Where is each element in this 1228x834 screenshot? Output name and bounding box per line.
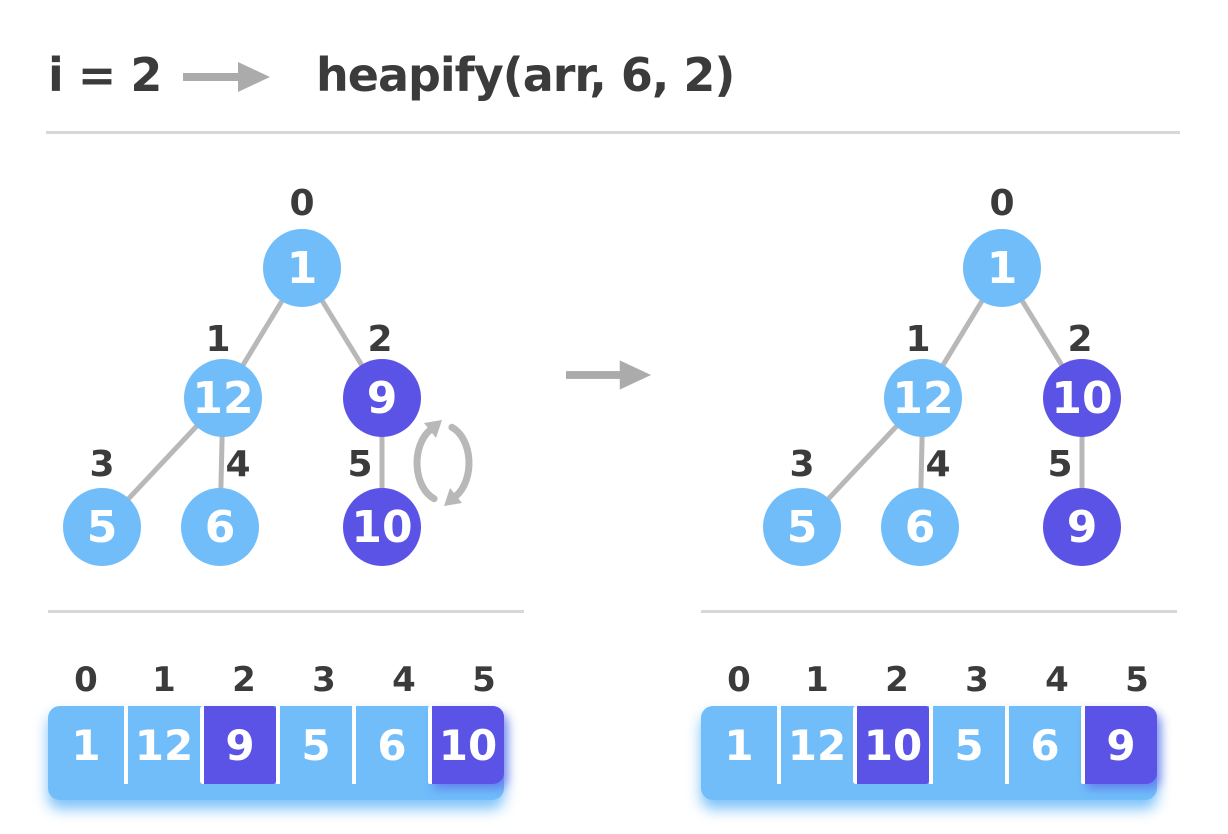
array-cell: 9 xyxy=(200,706,276,784)
tree-node: 9 xyxy=(1043,488,1121,566)
array-index-label: 4 xyxy=(1045,660,1069,700)
right-arrow-icon xyxy=(183,62,270,92)
tree-node: 9 xyxy=(343,359,421,437)
array-index-label: 4 xyxy=(392,660,416,700)
array-cell: 12 xyxy=(777,706,853,784)
header-rule xyxy=(46,131,1180,134)
array-index-label: 5 xyxy=(472,660,496,700)
node-index-label: 1 xyxy=(905,319,931,360)
array-index-label: 0 xyxy=(727,660,751,700)
node-index-label: 3 xyxy=(789,444,815,485)
tree-node: 12 xyxy=(184,359,262,437)
iteration-label: i = 2 xyxy=(48,48,162,102)
array-cell: 12 xyxy=(124,706,200,784)
array-cell: 10 xyxy=(428,706,504,784)
node-index-label: 2 xyxy=(367,319,393,360)
array-index-label: 5 xyxy=(1125,660,1149,700)
array-cell: 6 xyxy=(352,706,428,784)
tree-node: 6 xyxy=(181,488,259,566)
array-index-label: 3 xyxy=(965,660,989,700)
node-index-label: 2 xyxy=(1067,319,1093,360)
tree-node: 5 xyxy=(63,488,141,566)
tree-array-divider xyxy=(48,610,524,613)
node-index-label: 4 xyxy=(225,444,251,485)
swap-icon xyxy=(413,420,473,506)
node-index-label: 0 xyxy=(989,183,1015,224)
tree-node: 12 xyxy=(884,359,962,437)
array-index-label: 1 xyxy=(805,660,829,700)
array-index-row: 0 1 2 3 4 5 xyxy=(701,660,1177,700)
array-index-label: 2 xyxy=(232,660,256,700)
array-index-label: 3 xyxy=(312,660,336,700)
array-cell: 9 xyxy=(1081,706,1157,784)
array-cell: 5 xyxy=(276,706,352,784)
before-tree: 0 1 2 3 4 5 1 12 9 5 6 10 xyxy=(40,183,540,605)
heapify-call-label: heapify(arr, 6, 2) xyxy=(316,48,735,102)
node-index-label: 4 xyxy=(925,444,951,485)
array-cell: 10 xyxy=(853,706,929,784)
node-index-label: 5 xyxy=(1047,444,1073,485)
array-cell: 5 xyxy=(929,706,1005,784)
tree-node: 1 xyxy=(263,229,341,307)
tree-node: 10 xyxy=(1043,359,1121,437)
array-cell: 1 xyxy=(71,720,101,770)
array-index-label: 2 xyxy=(885,660,909,700)
before-array: 0 1 2 3 4 5 1 12 9 5 6 10 xyxy=(48,660,524,800)
tree-node: 1 xyxy=(963,229,1041,307)
node-index-label: 1 xyxy=(205,319,231,360)
tree-array-divider xyxy=(701,610,1177,613)
node-index-label: 5 xyxy=(347,444,373,485)
array-cell: 6 xyxy=(1005,706,1081,784)
array-index-row: 0 1 2 3 4 5 xyxy=(48,660,524,700)
array-box: 1 12 9 5 6 10 xyxy=(48,706,504,800)
after-tree: 0 1 2 3 4 5 1 12 10 5 6 9 xyxy=(740,183,1228,605)
array-index-label: 0 xyxy=(74,660,98,700)
array-index-label: 1 xyxy=(152,660,176,700)
tree-node: 6 xyxy=(881,488,959,566)
node-index-label: 0 xyxy=(289,183,315,224)
tree-node: 10 xyxy=(343,488,421,566)
tree-node: 5 xyxy=(763,488,841,566)
after-array: 0 1 2 3 4 5 1 12 10 5 6 9 xyxy=(701,660,1177,800)
node-index-label: 3 xyxy=(89,444,115,485)
array-cell: 1 xyxy=(724,720,754,770)
array-box: 1 12 10 5 6 9 xyxy=(701,706,1157,800)
right-arrow-icon xyxy=(566,360,652,390)
